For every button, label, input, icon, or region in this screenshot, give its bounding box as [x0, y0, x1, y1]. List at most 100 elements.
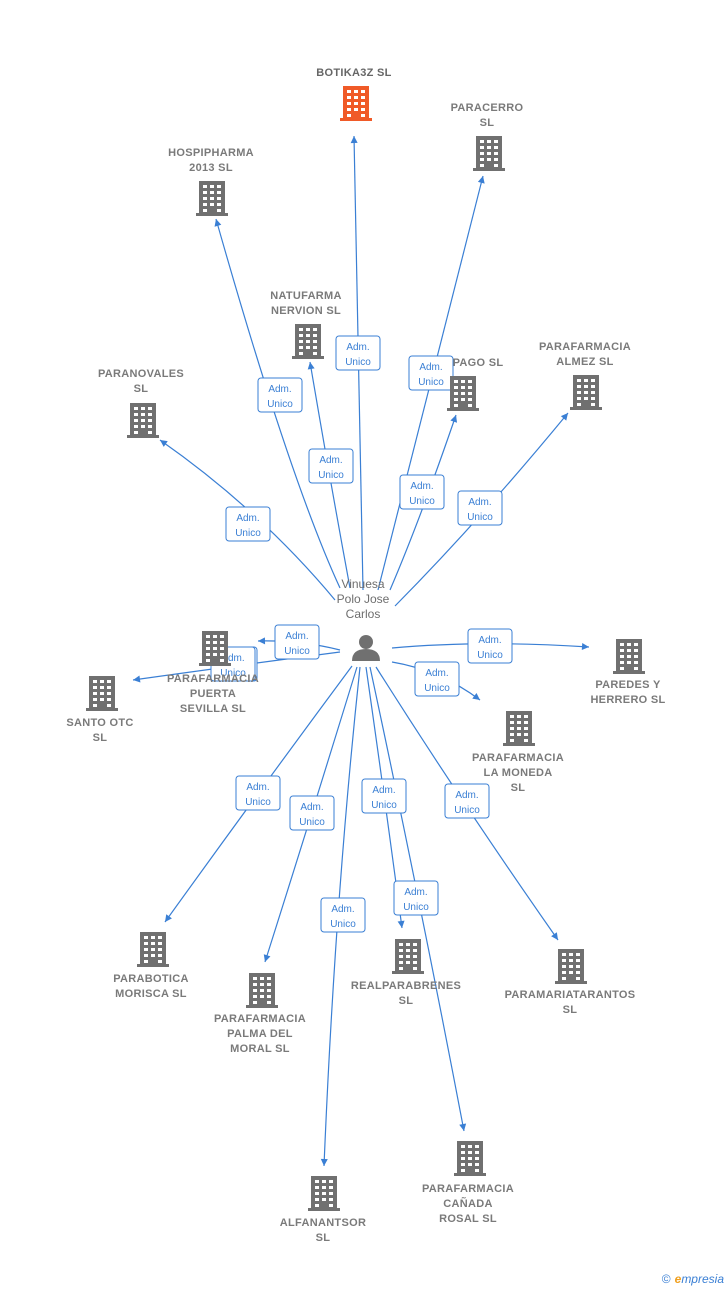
company-name-line: ALFANANTSOR	[280, 1217, 366, 1229]
relation-text: Adm.	[319, 455, 342, 466]
relation-label-16[interactable]: Adm.Unico	[393, 880, 439, 916]
building-icon[interactable]	[392, 939, 424, 974]
building-window	[203, 185, 207, 188]
footer-brand[interactable]: ©empresia	[662, 1272, 724, 1286]
relation-box	[257, 377, 303, 413]
building-icon[interactable]	[308, 1176, 340, 1211]
relation-label-2[interactable]: Adm.Unico	[257, 377, 303, 413]
relation-text: Unico	[345, 357, 371, 368]
building-icon[interactable]	[127, 403, 159, 438]
building-window	[399, 943, 403, 946]
building-window	[260, 983, 264, 986]
edge-hospipharma	[215, 218, 341, 589]
relation-label-1[interactable]: Adm.Unico	[408, 355, 454, 391]
building-window	[413, 955, 417, 958]
relation-box	[235, 775, 281, 811]
company-name-line: NATUFARMA	[270, 290, 342, 302]
relation-text: Unico	[477, 650, 503, 661]
building-base	[555, 981, 587, 984]
building-window	[267, 1001, 271, 1004]
building-window	[569, 965, 573, 968]
relation-label-12[interactable]: Adm.Unico	[289, 795, 335, 831]
copyright-symbol: ©	[661, 1272, 671, 1286]
relation-label-13[interactable]: Adm.Unico	[361, 778, 407, 814]
relation-label-6[interactable]: Adm.Unico	[225, 506, 271, 542]
company-node-botika3z[interactable]: BOTIKA3Z SL	[316, 67, 391, 121]
relation-label-0[interactable]: Adm.Unico	[335, 335, 381, 371]
building-window	[220, 653, 224, 656]
building-icon[interactable]	[292, 324, 324, 359]
building-window	[347, 102, 351, 105]
company-name-line: PARAFARMACIA	[214, 1013, 306, 1025]
building-icon[interactable]	[199, 631, 231, 666]
company-name-line: HERRERO SL	[590, 694, 665, 706]
relation-label-14[interactable]: Adm.Unico	[444, 783, 490, 819]
building-icon[interactable]	[613, 639, 645, 674]
building-icon[interactable]	[86, 676, 118, 711]
building-icon[interactable]	[473, 136, 505, 171]
relation-label-7[interactable]: Adm.Unico	[274, 624, 320, 660]
building-window	[213, 653, 217, 656]
building-icon[interactable]	[340, 86, 372, 121]
building-window	[634, 667, 638, 670]
building-window	[406, 955, 410, 958]
building-window	[524, 727, 528, 730]
building-window	[524, 721, 528, 724]
relation-label-3[interactable]: Adm.Unico	[308, 448, 354, 484]
building-icon[interactable]	[137, 932, 169, 967]
relation-text: Adm.	[331, 904, 354, 915]
relation-label-9[interactable]: Adm.Unico	[467, 628, 513, 664]
building-window	[347, 96, 351, 99]
person-icon[interactable]	[352, 635, 380, 661]
relation-label-15[interactable]: Adm.Unico	[320, 897, 366, 933]
relation-text: Unico	[409, 496, 435, 507]
building-window	[475, 1169, 479, 1172]
building-icon[interactable]	[447, 376, 479, 411]
building-window	[524, 715, 528, 718]
building-window	[576, 959, 580, 962]
building-window	[329, 1198, 333, 1201]
company-name-line: BOTIKA3Z SL	[316, 67, 391, 79]
building-base	[308, 1208, 340, 1211]
relation-box	[361, 778, 407, 814]
building-base	[292, 356, 324, 359]
building-window	[577, 391, 581, 394]
building-base	[447, 408, 479, 411]
building-window	[480, 140, 484, 143]
building-icon[interactable]	[570, 375, 602, 410]
building-icon[interactable]	[555, 949, 587, 984]
arrowhead	[551, 932, 558, 940]
building-icon[interactable]	[246, 973, 278, 1008]
relation-label-10[interactable]: Adm.Unico	[414, 661, 460, 697]
building-window	[220, 635, 224, 638]
company-node-pago[interactable]: PAGO SL	[447, 357, 503, 411]
building-icon[interactable]	[503, 711, 535, 746]
relation-box	[274, 624, 320, 660]
relation-label-4[interactable]: Adm.Unico	[399, 474, 445, 510]
building-icon[interactable]	[196, 181, 228, 216]
building-icon[interactable]	[454, 1141, 486, 1176]
building-window	[627, 643, 631, 646]
relation-label-5[interactable]: Adm.Unico	[457, 490, 503, 526]
relation-label-11[interactable]: Adm.Unico	[235, 775, 281, 811]
building-window	[480, 164, 484, 167]
building-window	[267, 995, 271, 998]
company-name-line: PARACERRO	[451, 102, 524, 114]
building-window	[510, 739, 514, 742]
relation-text: Unico	[267, 399, 293, 410]
